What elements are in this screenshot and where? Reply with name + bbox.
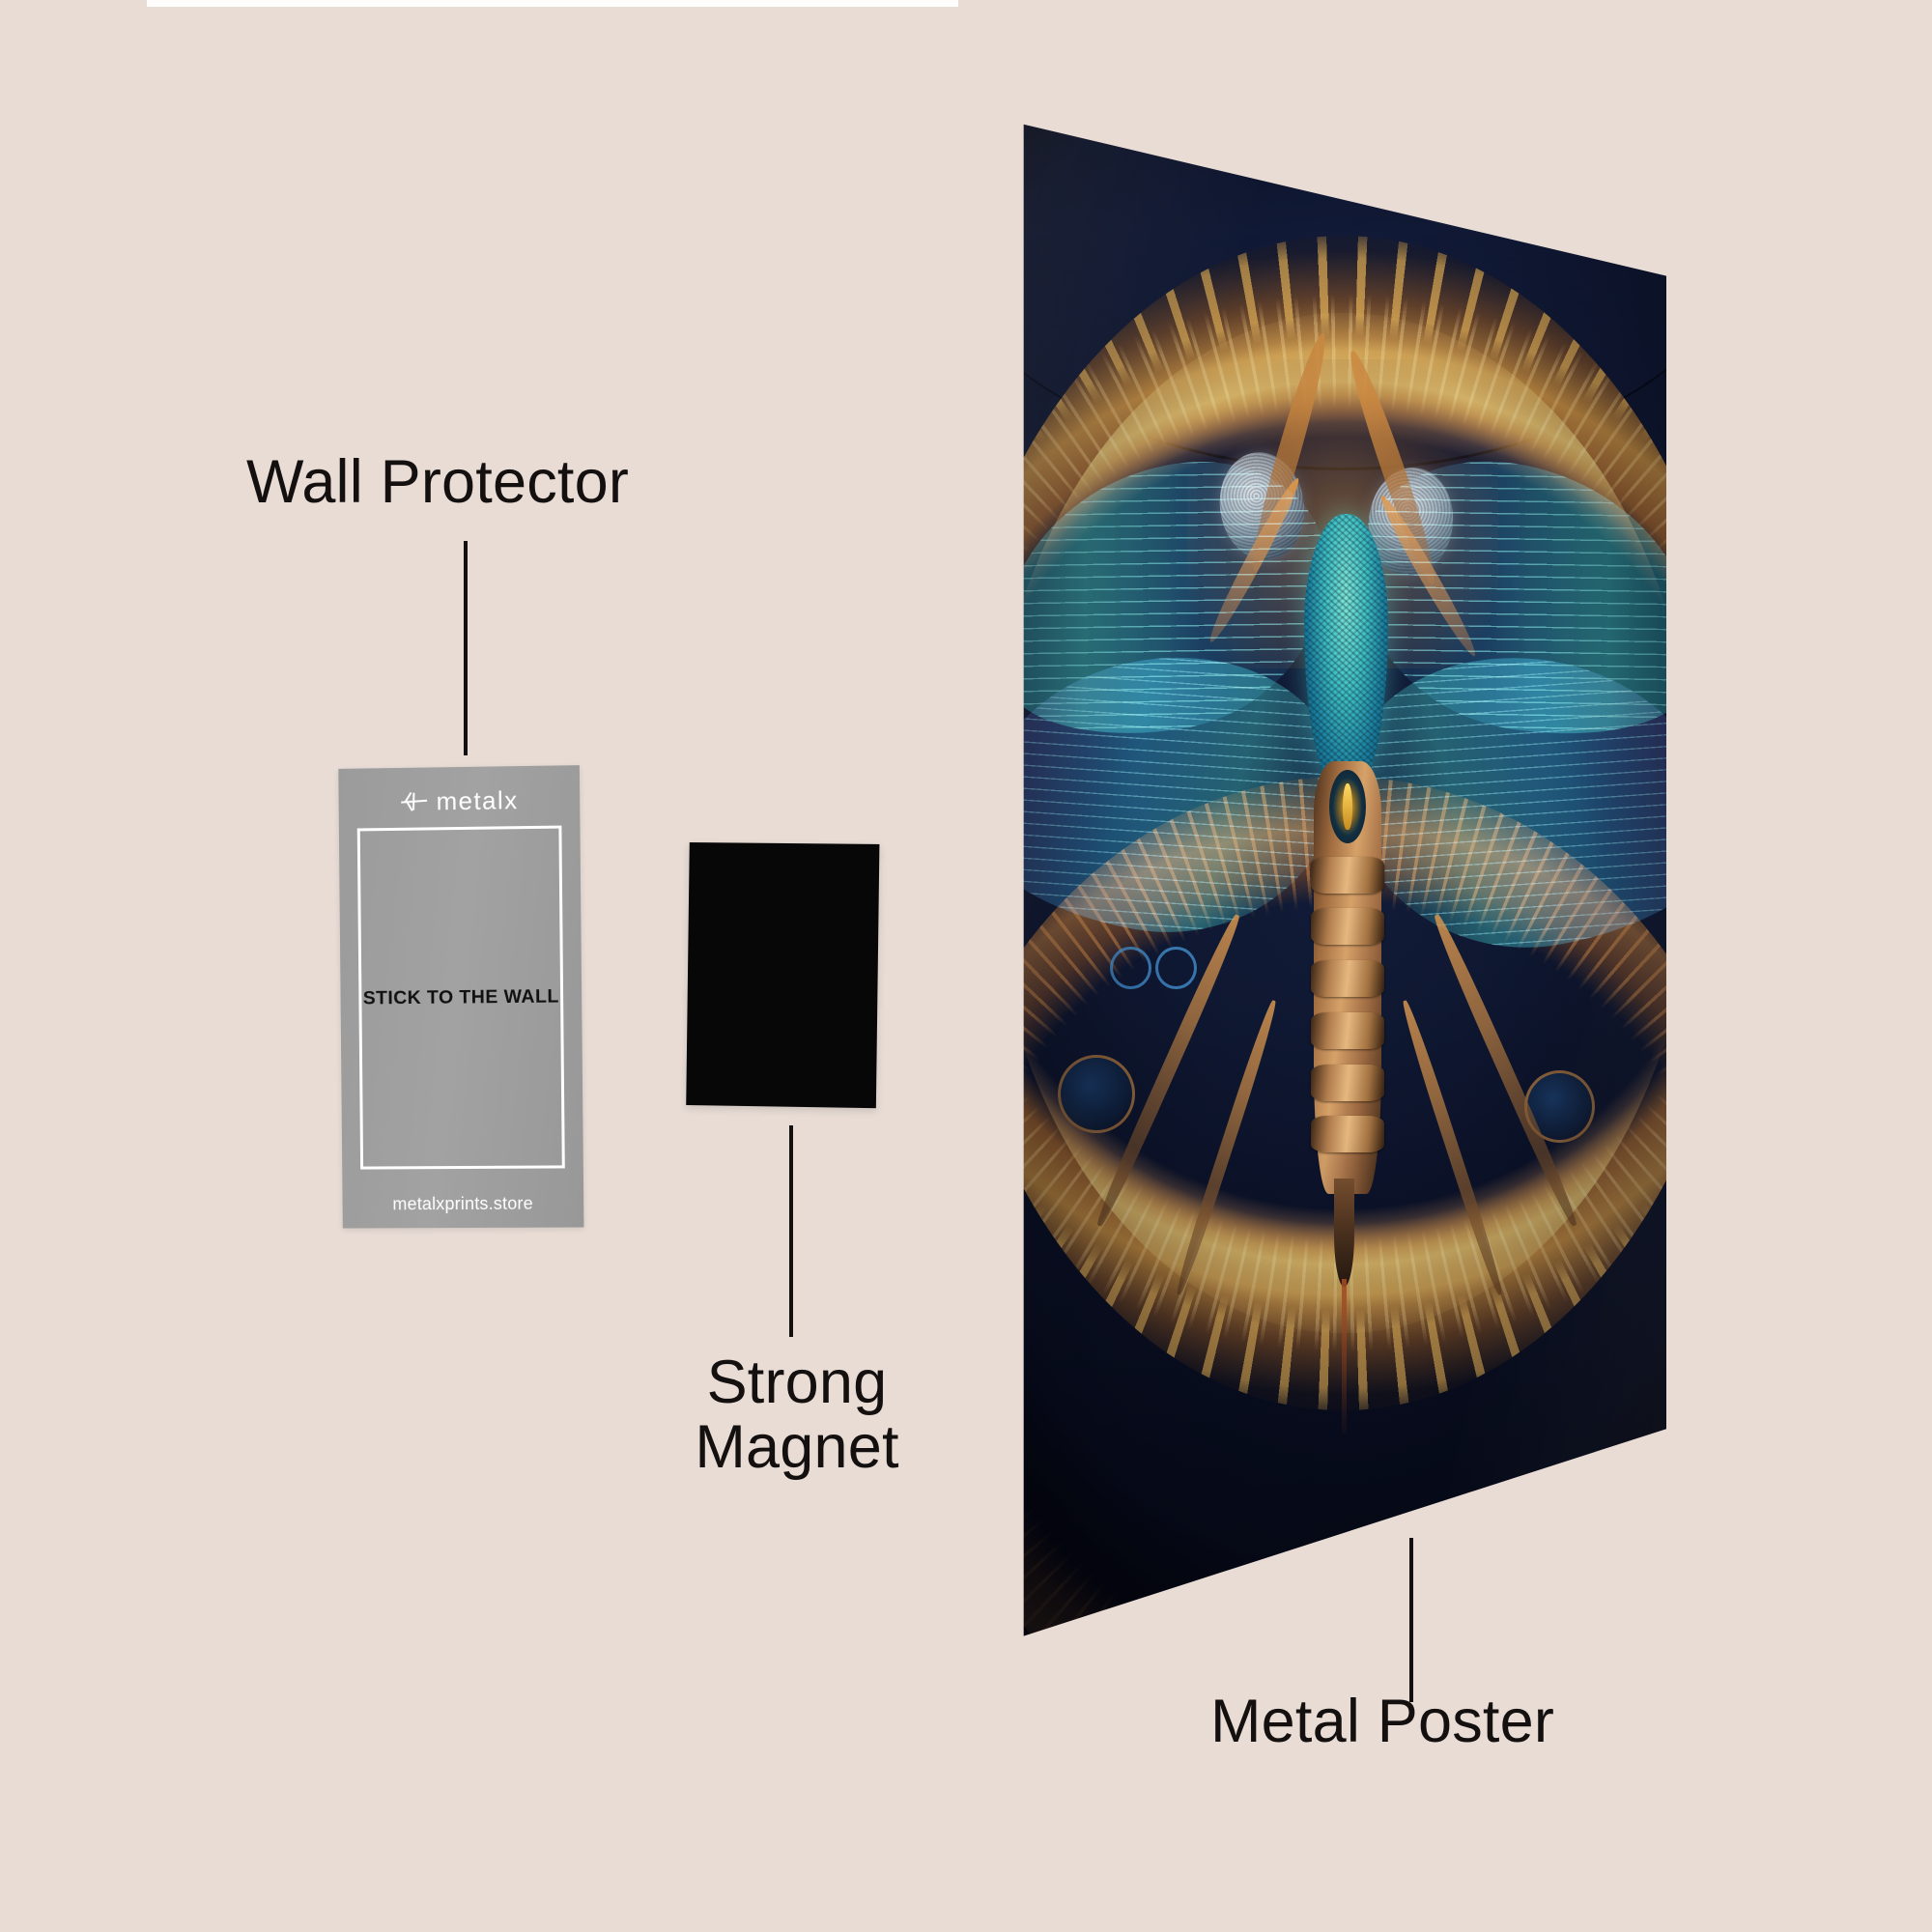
callout-label-strong-magnet-line1: Strong bbox=[707, 1349, 888, 1416]
insect-abdomen bbox=[1314, 761, 1381, 1194]
metalx-cross-icon bbox=[400, 789, 428, 812]
decorative-ring-b bbox=[1155, 947, 1197, 989]
leader-line-wall-protector bbox=[464, 541, 468, 755]
decorative-swirl-left bbox=[1058, 1055, 1135, 1133]
wall-protector-card[interactable]: metalx STICK TO THE WALL metalxprints.st… bbox=[338, 765, 583, 1228]
metal-poster-panel[interactable] bbox=[1019, 97, 1666, 1642]
leader-line-metal-poster bbox=[1409, 1538, 1413, 1702]
store-url: metalxprints.store bbox=[343, 1193, 584, 1214]
decorative-ring-a bbox=[1110, 947, 1151, 989]
abdomen-eye-marking bbox=[1329, 770, 1366, 843]
callout-label-strong-magnet-line2: Magnet bbox=[695, 1413, 898, 1481]
brand-name: metalx bbox=[436, 785, 518, 816]
top-edge-sliver bbox=[147, 0, 958, 7]
callout-label-wall-protector: Wall Protector bbox=[246, 450, 629, 515]
callout-label-metal-poster: Metal Poster bbox=[1210, 1690, 1554, 1754]
insect-abdomen-tip bbox=[1334, 1179, 1354, 1287]
poster-artwork bbox=[1019, 97, 1666, 1642]
insect-abdomen-drip bbox=[1342, 1279, 1347, 1434]
strong-magnet-square[interactable] bbox=[686, 842, 879, 1108]
wall-protector-surface: metalx STICK TO THE WALL metalxprints.st… bbox=[338, 765, 583, 1228]
callout-label-strong-magnet: StrongMagnet bbox=[676, 1350, 918, 1480]
leader-line-strong-magnet bbox=[789, 1125, 793, 1337]
wall-protector-brand-row: metalx bbox=[338, 782, 580, 819]
wall-protector-instruction: STICK TO THE WALL bbox=[340, 985, 582, 1009]
insect-thorax bbox=[1304, 514, 1388, 792]
